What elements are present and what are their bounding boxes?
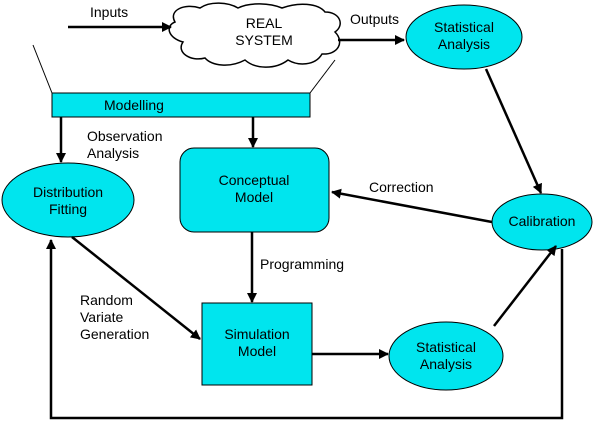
observation-line: Observation [87, 128, 163, 144]
statistical-analysis-top-label: Statistical Analysis [414, 19, 514, 53]
calibration-label: Calibration [508, 213, 576, 229]
sim-model-line: Model [237, 343, 277, 359]
random-variate-arrow [71, 236, 201, 340]
observation-analysis-label: Observation Analysis [87, 128, 162, 162]
modelling-label: Modelling [104, 97, 164, 113]
conceptual-model-box [179, 147, 330, 233]
correction-arrow [331, 188, 493, 224]
analysis-bottom-line: Analysis [419, 356, 473, 372]
conceptual-model-label: Conceptual Model [204, 172, 304, 206]
model-line: Model [234, 189, 274, 205]
distribution-fitting-label: Distribution Fitting [18, 184, 118, 218]
random-line: Random [80, 292, 133, 308]
bar-left-line [32, 44, 53, 94]
statistical-analysis-bottom-label: Statistical Analysis [396, 339, 496, 373]
real-system-label: REAL SYSTEM [214, 15, 314, 49]
simulation-model-box [201, 302, 313, 386]
analysis-top-line: Analysis [437, 36, 491, 52]
distribution-line: Distribution [32, 184, 104, 200]
simulation-line: Simulation [224, 326, 290, 342]
statistical-analysis-bottom-ellipse [388, 321, 504, 391]
statistical-top-line: Statistical [434, 19, 494, 35]
inputs-label: Inputs [90, 4, 129, 20]
correction-label: Correction [369, 179, 434, 195]
stat-bottom-to-calibration-arrow [493, 245, 557, 327]
real-system-cloud [168, 2, 341, 68]
random-variate-generation-label: Random Variate Generation [80, 292, 149, 343]
analysis-line: Analysis [87, 145, 140, 161]
real-label: REAL [245, 15, 283, 31]
bar-right-line [309, 59, 336, 94]
outputs-label: Outputs [350, 11, 400, 27]
generation-line: Generation [80, 326, 150, 342]
feedback-loop-arrow [46, 239, 564, 420]
fitting-line: Fitting [48, 201, 88, 217]
conceptual-line: Conceptual [218, 172, 290, 188]
statistical-analysis-top-ellipse [405, 4, 523, 70]
statistical-bottom-line: Statistical [416, 339, 476, 355]
programming-label: Programming [260, 256, 345, 272]
distribution-fitting-ellipse [1, 162, 135, 238]
variate-line: Variate [80, 309, 124, 325]
stat-top-to-calibration-arrow [484, 68, 543, 194]
simulation-model-label: Simulation Model [207, 326, 307, 360]
modelling-bar [51, 92, 311, 118]
system-label: SYSTEM [235, 32, 293, 48]
